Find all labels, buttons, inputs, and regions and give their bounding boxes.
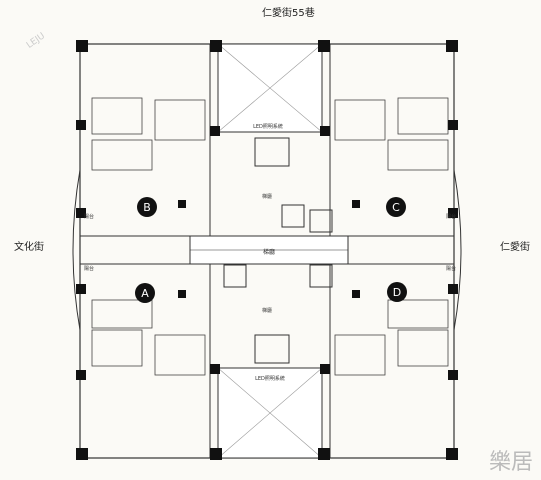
street-label-top: 仁愛街55巷: [262, 8, 315, 19]
led-label-bottom: LED照明系統: [255, 375, 285, 382]
street-label-left: 文化街: [14, 242, 44, 253]
unit-a-label: A: [141, 287, 149, 300]
watermark-logo: 樂居: [488, 450, 533, 475]
elevator-2: [309, 209, 333, 233]
unit-c-label: C: [392, 201, 400, 214]
facade-east: [453, 169, 462, 331]
unit-c-marker: [386, 197, 406, 217]
elevator-4: [309, 264, 333, 288]
stair-core-bottom: [254, 334, 290, 364]
led-label-top: LED照明系統: [253, 123, 283, 130]
unit-a-marker: [135, 283, 155, 303]
elevator-3: [223, 264, 247, 288]
stair-core-top: [254, 137, 290, 167]
columns: [76, 40, 458, 460]
balcony-label-west-bottom: 陽台: [84, 265, 94, 272]
balcony-label-east-top: 陽台: [446, 213, 456, 220]
stairs-label-bottom: 梯廳: [262, 307, 272, 314]
balcony-label-east-bottom: 陽台: [446, 265, 456, 272]
facade-west: [72, 169, 81, 331]
unit-b-marker: [137, 197, 157, 217]
unit-d-marker: [387, 282, 407, 302]
elevator-1: [281, 204, 305, 228]
stairs-label-top: 梯廳: [262, 193, 272, 200]
hall-label: 梯廳: [263, 248, 275, 256]
unit-d-label: D: [393, 286, 401, 299]
balcony-label-west-top: 陽台: [84, 213, 94, 220]
street-label-right: 仁愛街: [500, 242, 530, 253]
unit-b-label: B: [143, 201, 151, 214]
